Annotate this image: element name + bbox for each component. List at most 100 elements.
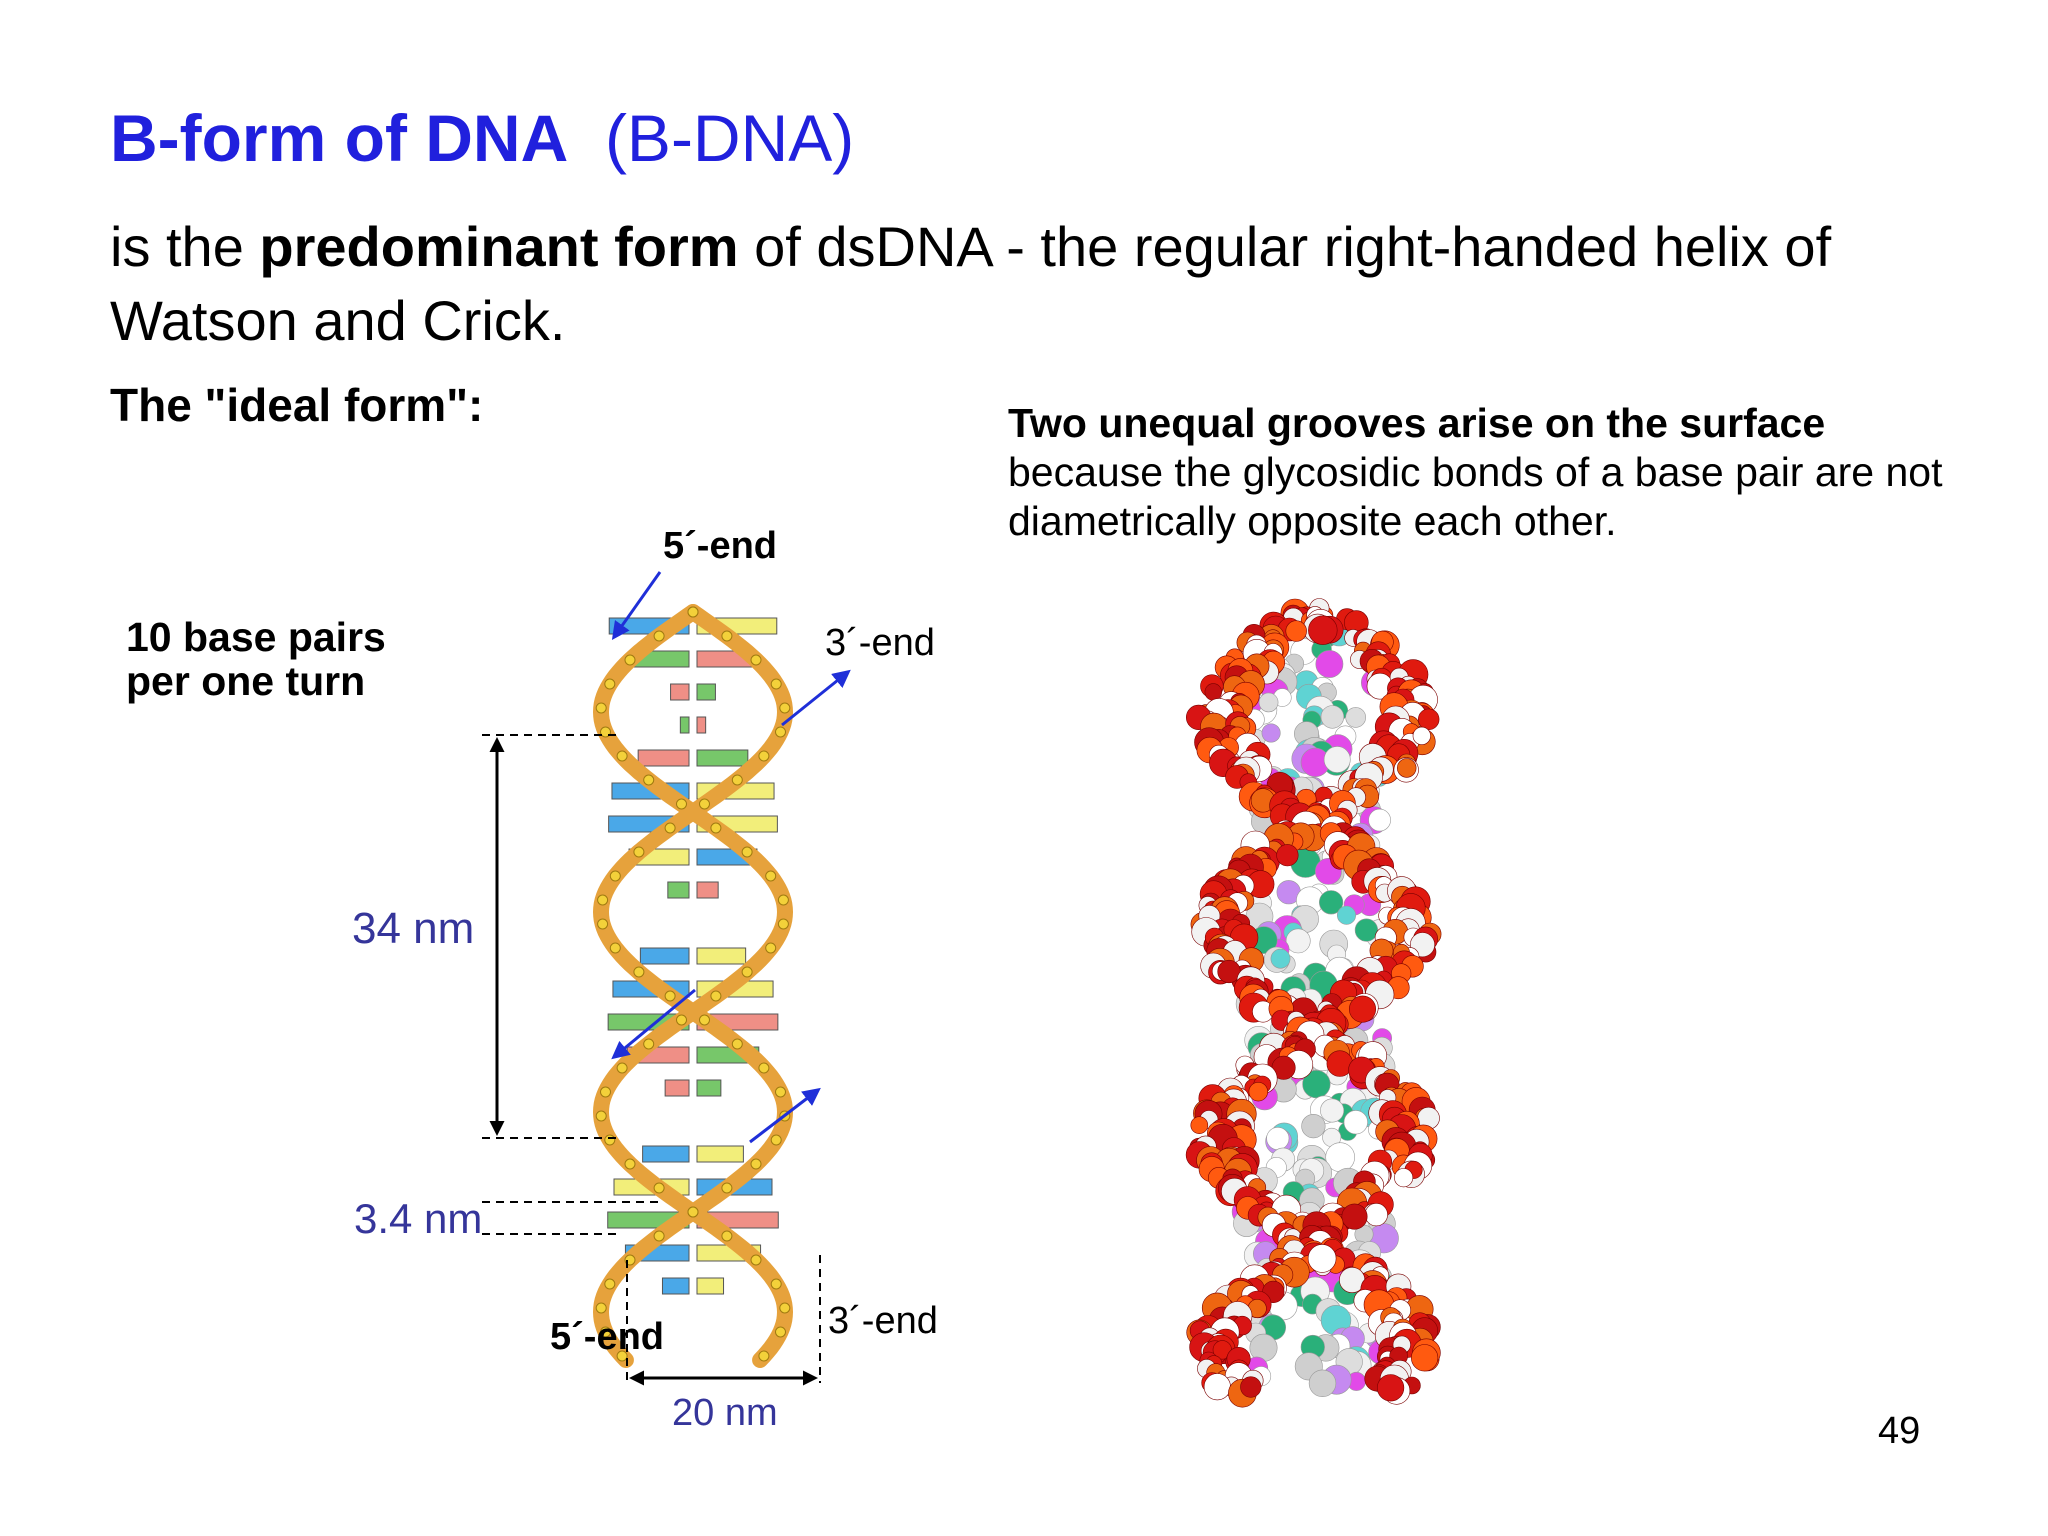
phosphate-dot [643, 774, 655, 786]
backbone-atom [1364, 1202, 1388, 1227]
diameter-label: 20 nm [672, 1392, 778, 1434]
grooves-heading: Two unequal grooves arise on the surface [1008, 400, 1826, 446]
base-atom [1315, 650, 1344, 678]
diameter-measure [626, 1255, 821, 1386]
phosphate-dot [595, 1110, 607, 1122]
phosphate-dot [595, 1302, 607, 1314]
base-left [667, 881, 690, 899]
base-right [696, 947, 747, 965]
phosphate-dot [777, 918, 789, 930]
backbone-atom [1308, 615, 1338, 645]
backbone-atom [1190, 1116, 1209, 1134]
base-right [696, 881, 719, 899]
pitch-measure [482, 734, 618, 1139]
base-atom [1270, 948, 1291, 969]
title-main: B-form of DNA [110, 101, 569, 175]
phosphate-dot [597, 918, 609, 930]
phosphate-dot [721, 630, 733, 642]
base-atom [1285, 928, 1311, 954]
rise-measure [482, 1201, 660, 1235]
phosphate-dot [595, 702, 607, 714]
phosphate-dot [600, 1086, 611, 1098]
phosphate-dot [710, 822, 722, 834]
phosphate-dot [604, 1278, 616, 1290]
strand-arrow-5end-mid [611, 988, 696, 1060]
base-right [696, 1145, 744, 1163]
phosphate-dot [643, 1038, 655, 1050]
phosphate-dot [779, 702, 791, 714]
base-left [642, 1145, 690, 1163]
title-suffix: (B-DNA) [604, 101, 855, 175]
base-atom [1323, 746, 1351, 773]
base-atom [1320, 705, 1345, 729]
phosphate-dot [616, 750, 628, 762]
backbone-atom [1417, 708, 1440, 730]
base-right [696, 716, 707, 734]
strand-arrow-3end-mid [749, 1087, 821, 1144]
phosphate-dot [741, 966, 753, 978]
page-number: 49 [1878, 1410, 1921, 1452]
backbone-atom [1394, 1168, 1414, 1188]
base-pairs-line2: per one turn [126, 658, 366, 704]
base-left [637, 749, 690, 767]
backbone-atom [1203, 1373, 1231, 1401]
base-pair-rungs [607, 617, 779, 1295]
backbone-atom [1307, 1244, 1337, 1273]
base-atom [1258, 692, 1279, 713]
base-atom [1308, 1369, 1337, 1398]
base-atom [1345, 707, 1366, 728]
backbone-atom [1412, 726, 1431, 746]
phosphate-dot [765, 870, 777, 882]
phosphate-dot [731, 1038, 743, 1050]
phosphate-dot [664, 990, 676, 1002]
intro-pre: is the [110, 215, 260, 278]
base-right [696, 1079, 722, 1097]
slide-title: B-form of DNA (B-DNA) [110, 100, 854, 176]
base-atom [1354, 918, 1378, 942]
phosphate-dot [653, 1182, 665, 1194]
rise-label: 3.4 nm [354, 1195, 483, 1242]
base-right [696, 683, 716, 701]
base-right [696, 749, 749, 767]
pitch-label: 34 nm [352, 904, 475, 953]
phosphate-dot [664, 822, 676, 834]
phosphate-dot [609, 870, 621, 882]
phosphate-dot [616, 1350, 628, 1362]
phosphate-dot [624, 1158, 636, 1170]
five-end-bottom-label: 5´-end [550, 1316, 664, 1358]
phosphate-dot [699, 1014, 710, 1026]
base-atom [1343, 1110, 1368, 1135]
base-atom [1320, 1098, 1345, 1123]
five-end-top-label: 5´-end [663, 525, 777, 567]
backbone-atom [1349, 995, 1377, 1023]
phosphate-dot [721, 1182, 733, 1194]
base-atom [1337, 905, 1357, 925]
phosphate-dot [770, 1134, 782, 1146]
phosphate-dot [758, 1062, 770, 1074]
phosphate-dot [750, 654, 762, 666]
base-left [679, 716, 690, 734]
phosphate-dot [775, 726, 786, 738]
backbone-atom [1396, 758, 1417, 778]
phosphate-dot [770, 678, 782, 690]
base-left [664, 1079, 690, 1097]
backbone-atom [1240, 1376, 1262, 1398]
three-end-bottom-label: 3´-end [828, 1300, 938, 1342]
phosphate-dot [777, 894, 789, 906]
phosphate-dot [687, 1206, 699, 1218]
base-left [661, 1277, 690, 1295]
backbone-atom [1276, 844, 1299, 867]
phosphate-dot [710, 990, 722, 1002]
phosphate-dot [775, 1086, 786, 1098]
backbone-atom [1204, 683, 1223, 701]
phosphate-dot [731, 774, 743, 786]
base-atom [1301, 1113, 1326, 1139]
phosphate-dot [765, 942, 777, 954]
phosphate-dot [604, 678, 616, 690]
backbone-atom [1341, 1203, 1368, 1230]
phosphate-dot [676, 798, 687, 810]
base-left [670, 683, 690, 701]
phosphate-dot [624, 654, 636, 666]
strand-arrow-3end-top [781, 669, 851, 727]
